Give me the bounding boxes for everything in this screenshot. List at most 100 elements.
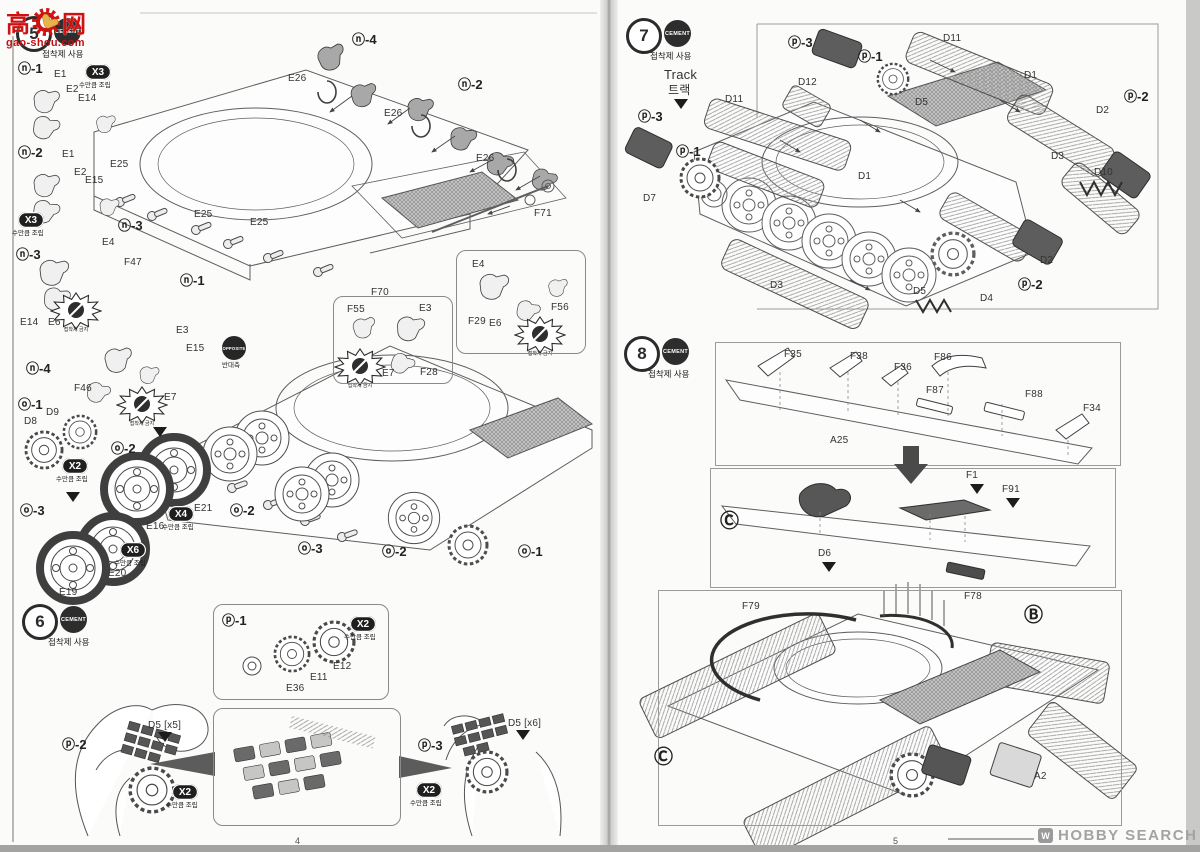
qty-badge-x2d: X2	[416, 782, 442, 798]
cement-label: CEMENT	[54, 28, 81, 35]
qty-badge-x3b: X3	[18, 212, 44, 228]
cement-caption-7: 접착제 사용	[650, 51, 692, 61]
qty-caption-b: 수만큼 조립	[12, 230, 44, 237]
part-label-e25b: E25	[194, 209, 213, 220]
no-cement-caption-1: 접착제 금지	[64, 326, 88, 333]
part-label-e14: E14	[78, 93, 97, 104]
part-label-f91: F91	[1002, 484, 1020, 495]
cement-caption: 접착제 사용	[42, 49, 84, 59]
callout-o2: ⓞ-2	[111, 441, 136, 456]
qty-caption-f: 수만큼 조립	[344, 634, 376, 641]
inset-box-track-detail	[213, 708, 401, 826]
part-label-f47: F47	[124, 257, 142, 268]
part-label-e26b: E26	[384, 108, 403, 119]
part-label-d3b: D3	[770, 280, 784, 291]
part-label-f35: F35	[784, 349, 802, 360]
step-circle-6: 6	[22, 604, 58, 640]
part-label-d8: D8	[24, 416, 38, 427]
callout-c-mid: Ⓒ	[720, 511, 740, 532]
part-label-f86: F86	[934, 352, 952, 363]
part-label-e16: E16	[146, 521, 165, 532]
part-label-e25c: E25	[250, 217, 269, 228]
opposite-label: OPPOSITE	[222, 345, 246, 351]
callout-p1b: ⓟ-1	[676, 144, 701, 159]
qty-caption-h: 수만큼 조립	[410, 800, 442, 807]
qty-caption-d: 수만큼 조립	[162, 524, 194, 531]
part-label-f34: F34	[1083, 403, 1101, 414]
callout-n1: ⓝ-1	[18, 61, 43, 76]
qty-badge-x2c: X2	[172, 784, 198, 800]
step-circle-7: 7	[626, 18, 662, 54]
bottom-page-edge	[0, 845, 1200, 852]
callout-n4: ⓝ-4	[26, 361, 51, 376]
qty-x2c: X2	[178, 786, 192, 798]
part-label-f28: F28	[420, 367, 438, 378]
pointer-triangle-icon-d6	[822, 562, 836, 572]
callout-n3: ⓝ-3	[16, 247, 41, 262]
part-label-f79: F79	[742, 601, 760, 612]
part-label-e4: E4	[102, 237, 115, 248]
part-label-e2: E2	[66, 84, 79, 95]
qty-x3b: X3	[24, 214, 38, 226]
part-label-e7b: E7	[382, 368, 395, 379]
callout-o3-diagram: ⓞ-3	[298, 541, 323, 556]
pointer-triangle-icon-d5x6	[516, 730, 530, 740]
qty-badge-x3: X3	[85, 64, 111, 80]
part-label-e6: E6	[48, 317, 61, 328]
part-label-f78: F78	[964, 591, 982, 602]
part-label-d1a: D1	[1024, 70, 1038, 81]
part-label-f38: F38	[850, 351, 868, 362]
part-label-d7: D7	[643, 193, 657, 204]
qty-x6: X6	[126, 544, 140, 556]
callout-c-bottom: Ⓒ	[654, 747, 674, 768]
part-label-e3: E3	[176, 325, 189, 336]
step8-box-2	[710, 468, 1116, 588]
watermark-char-left: 高	[6, 11, 30, 38]
qty-x2a: X2	[68, 460, 82, 472]
part-label-d2a: D2	[1096, 105, 1110, 116]
pointer-triangle-icon-f1	[970, 484, 984, 494]
watermark-char-right: 网	[62, 11, 86, 38]
qty-x2d: X2	[422, 784, 436, 796]
part-label-f36: F36	[894, 362, 912, 373]
part-label-d10: D10	[1094, 167, 1113, 178]
pointer-triangle-icon-o3	[66, 492, 80, 502]
callout-o2-diagram: ⓞ-2	[230, 503, 255, 518]
qty-badge-x2b: X2	[350, 616, 376, 632]
qty-caption: 수만큼 조립	[79, 82, 111, 89]
cement-label-8: CEMENT	[662, 348, 689, 355]
part-label-e15b: E15	[186, 343, 205, 354]
part-label-d5x5: D5 [x5]	[148, 720, 182, 731]
cement-badge-6: CEMENT	[60, 606, 87, 633]
callout-p3b: ⓟ-3	[638, 109, 663, 124]
watermark: 高 网 gao-shou.com	[6, 4, 86, 49]
track-label-en: Track	[664, 67, 698, 82]
qty-x2b: X2	[356, 618, 370, 630]
part-label-d5b: D5	[913, 286, 927, 297]
part-label-e20: E20	[108, 568, 127, 579]
part-label-e7: E7	[164, 392, 177, 403]
part-label-d6: D6	[818, 548, 832, 559]
callout-n3-diagram: ⓝ-3	[118, 218, 143, 233]
part-label-d9: D9	[46, 407, 60, 418]
step8-box-3	[658, 590, 1122, 826]
step-number-5: 5	[29, 24, 39, 43]
no-cement-caption-2: 접착제 금지	[130, 420, 154, 427]
part-label-d5a: D5	[915, 97, 929, 108]
callout-p3: ⓟ-3	[418, 738, 443, 753]
part-label-d1b: D1	[858, 171, 872, 182]
callout-p2: ⓟ-2	[62, 737, 87, 752]
part-label-f29: F29	[468, 316, 486, 327]
pointer-triangle-icon-d5x5	[158, 732, 172, 742]
step-number-7: 7	[639, 26, 649, 45]
part-label-f46: F46	[74, 383, 92, 394]
callout-n2-diagram: ⓝ-2	[458, 77, 483, 92]
page-number-left: 4	[295, 836, 301, 846]
cement-label-7: CEMENT	[664, 30, 691, 37]
part-label-f55: F55	[347, 304, 365, 315]
no-cement-icon-1: 접착제 금지	[50, 292, 102, 333]
part-label-f87: F87	[926, 385, 944, 396]
part-label-e36: E36	[286, 683, 305, 694]
qty-badge-x4: X4	[168, 506, 194, 522]
part-label-d4: D4	[980, 293, 994, 304]
